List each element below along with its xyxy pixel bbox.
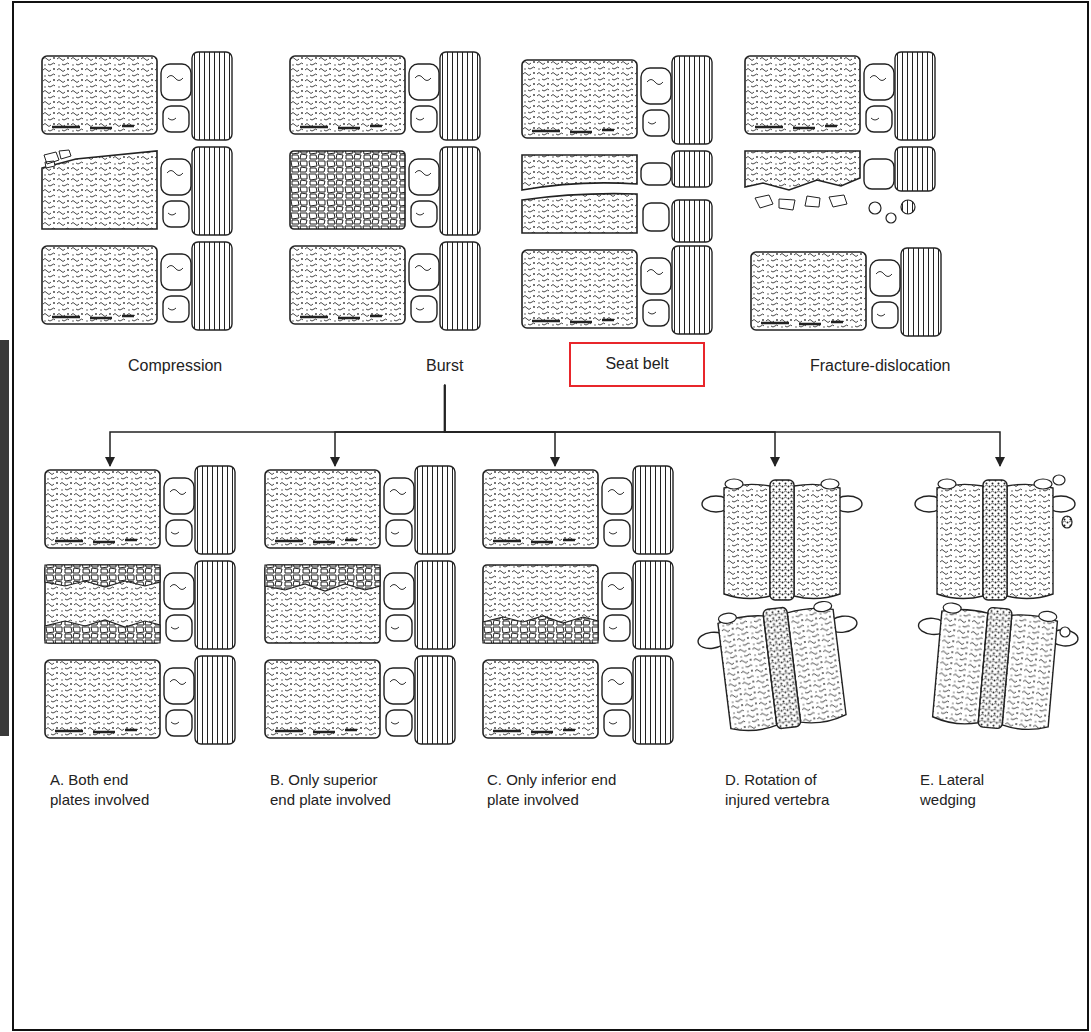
caption-text: B. Only superior end plate involved [270,770,400,809]
burst-type-e-illustration [1053,475,1065,485]
burst-type-c-illustration [483,565,598,643]
fracture-dislocation-illustration [745,56,860,134]
fracture-dislocation-illustration [745,151,860,190]
burst-illustration [290,56,405,134]
compression-illustration [161,52,232,140]
seat-belt-illustration [672,200,712,242]
burst-type-b-illustration [384,466,455,554]
fracture-dislocation-illustration [895,147,935,191]
fracture-dislocation-illustration [751,252,866,330]
burst-type-c-illustration [483,466,673,744]
seat-belt-illustration [522,250,637,328]
tree-connector [445,385,1000,466]
caption-text: Burst [426,356,463,377]
compression-illustration [42,151,157,229]
subtype-caption: E. Lateral wedging [915,468,1085,813]
image-frame [13,2,1088,1030]
caption-text: A. Both end plates involved [50,770,158,809]
left-strip [0,340,9,736]
burst-type-a-illustration [45,565,160,643]
burst-illustration [290,246,405,324]
burst-type-b-illustration [265,565,380,643]
burst-type-a-illustration [164,656,235,744]
fracture-dislocation-illustration [755,195,847,210]
fracture-dislocation-illustration [870,248,941,336]
burst-type-a-illustration [45,620,160,643]
burst-type-e-illustration [915,479,1075,600]
compression-illustration [42,246,157,324]
tree-connector [445,385,775,466]
subtype-caption: C. Only inferior end plate involved [485,468,625,813]
burst-type-c-illustration [483,616,598,643]
tree-connector [110,385,445,466]
burst-type-c-illustration [602,561,673,649]
seat-belt-illustration [522,56,712,334]
burst-type-b-illustration [384,656,455,744]
burst-type-b-illustration [265,565,380,591]
fracture-dislocation-illustration [751,248,941,336]
burst-type-d-illustration [695,598,869,738]
highlighted-caption: Seat belt [569,342,705,387]
burst-type-b-illustration [265,466,455,744]
compression-illustration [161,147,232,235]
caption-text: C. Only inferior end plate involved [487,770,617,809]
fracture-dislocation-illustration [864,52,935,140]
burst-type-c-illustration [602,656,673,744]
burst-type-a-illustration [45,565,160,587]
burst-type-b-illustration [265,470,380,548]
burst-type-b-illustration [265,660,380,738]
fracture-dislocation-illustration [886,213,896,223]
burst-type-a-illustration [164,466,235,554]
seat-belt-illustration [522,60,637,138]
seat-belt-illustration [641,246,712,334]
subtype-caption: A. Both end plates involved [45,468,175,813]
group-caption: Burst [420,354,469,379]
subtype-caption: B. Only superior end plate involved [265,468,405,813]
burst-type-c-illustration [483,660,598,738]
burst-illustration [409,242,480,330]
burst-type-d-illustration [695,479,869,737]
burst-type-a-illustration [45,466,235,744]
seat-belt-illustration [641,163,671,185]
compression-illustration [161,242,232,330]
burst-illustration [290,52,480,330]
burst-type-a-illustration [45,470,160,548]
burst-type-e-illustration [1062,516,1072,528]
tree-connector [335,385,445,466]
burst-illustration [290,151,405,229]
fracture-dislocation-illustration [864,159,894,189]
burst-illustration [409,147,480,235]
burst-type-c-illustration [602,466,673,554]
fracture-type-label: Compression [124,355,226,377]
subtype-caption: D. Rotation of injured vertebra [705,468,845,813]
caption-text: Seat belt [605,354,668,375]
fracture-dislocation-illustration [901,200,915,214]
seat-belt-illustration [641,56,712,144]
seat-belt-illustration [643,203,669,231]
burst-type-d-illustration [702,479,862,600]
burst-type-e-illustration [1060,627,1070,637]
burst-type-a-illustration [45,660,160,738]
burst-type-e-illustration [910,600,1080,734]
tree-connector [445,385,555,466]
compression-illustration [42,56,157,134]
fracture-dislocation-illustration [869,202,881,214]
burst-type-b-illustration [384,561,455,649]
caption-text: E. Lateral wedging [920,770,1020,809]
burst-type-a-illustration [164,561,235,649]
compression-illustration [44,150,71,168]
compression-illustration [42,52,232,330]
fracture-dislocation-illustration [745,52,941,336]
burst-type-e-illustration [910,475,1080,735]
seat-belt-illustration [522,194,637,233]
burst-type-c-illustration [483,470,598,548]
fracture-type-label: Fracture-dislocation [806,355,955,377]
seat-belt-illustration [522,155,637,190]
caption-text: D. Rotation of injured vertebra [725,770,850,809]
burst-illustration [409,52,480,140]
seat-belt-illustration [672,151,712,187]
